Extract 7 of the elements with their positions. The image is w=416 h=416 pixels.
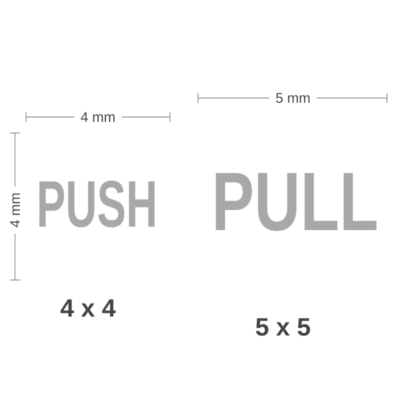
dimension-label: 4 mm	[10, 193, 20, 228]
dimension-label: 4 mm	[80, 112, 115, 122]
size-label: 4 x 4	[60, 299, 116, 317]
sticker-lettering: PUSH	[39, 180, 155, 228]
size-label: 5 x 5	[256, 318, 310, 336]
dimension-label: 5 mm	[276, 93, 310, 103]
sticker-lettering: PULL	[216, 173, 376, 231]
